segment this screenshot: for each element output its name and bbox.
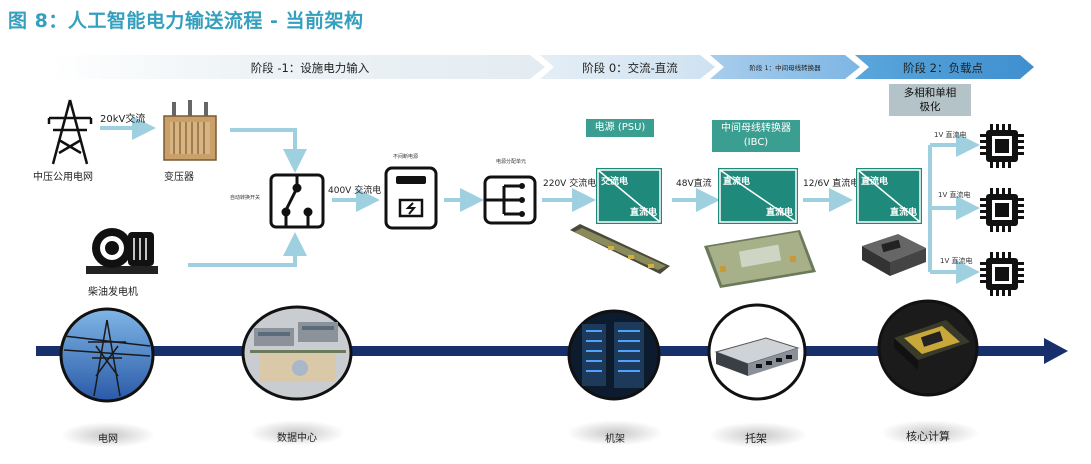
voltage-220v: 220V 交流电 <box>543 179 597 189</box>
generator-label: 柴油发电机 <box>88 287 138 298</box>
stage-chevron-2 <box>540 55 715 79</box>
pdu-label: 电源分配单元 <box>496 159 527 165</box>
rack-photo <box>567 309 661 401</box>
bottom-label-datacenter: 数据中心 <box>277 433 317 444</box>
ats-label: 自动转换开关 <box>230 195 261 201</box>
bottom-label-compute: 核心计算 <box>906 430 950 443</box>
ups-label: 不间断电源 <box>393 154 419 160</box>
chip-icon-3 <box>980 252 1024 296</box>
ups-icon <box>384 166 438 230</box>
tray-photo <box>707 303 807 401</box>
bottom-label-grid: 电网 <box>98 434 118 445</box>
voltage-1v-a: 1V 直流电 <box>934 131 967 139</box>
tower-icon <box>47 99 93 165</box>
compute-photo <box>877 299 979 397</box>
psu-box: 交流电 直流电 <box>596 168 662 224</box>
stage-chevron-3 <box>710 55 860 79</box>
ibc-out: 直流电 <box>765 208 793 218</box>
stage-label-2: 阶段 0：交流-直流 <box>582 61 678 75</box>
stage-chevron-4 <box>855 55 1034 79</box>
psu-out: 直流电 <box>629 208 657 218</box>
stage-label-1: 阶段 -1：设施电力输入 <box>250 61 370 75</box>
pol-in: 直流电 <box>861 177 889 187</box>
pdu-icon <box>483 175 537 225</box>
voltage-1v-b: 1V 直流电 <box>938 191 971 199</box>
ibc-title-line1: 中间母线转换器 <box>721 123 791 134</box>
voltage-400v: 400V 交流电 <box>328 186 382 196</box>
psu-in: 交流电 <box>601 177 629 187</box>
stage-label-4: 阶段 2：负载点 <box>903 61 983 75</box>
voltage-48v: 48V直流 <box>676 179 712 189</box>
transformer-icon <box>163 100 217 161</box>
ibc-box: 直流电 直流电 <box>718 168 798 224</box>
psu-title: 电源 (PSU) <box>586 119 654 137</box>
ibc-title: 中间母线转换器 (IBC) <box>712 120 800 152</box>
stage-label-3: 阶段 1：中间母线转换器 <box>749 64 821 72</box>
pol-out: 直流电 <box>889 208 917 218</box>
voltage-1v-c: 1V 直流电 <box>940 257 973 265</box>
ibc-board-image <box>704 230 816 288</box>
ibc-in: 直流电 <box>723 177 751 187</box>
pol-title-line1: 多相和单相 <box>903 87 957 99</box>
page-title: 图 8：人工智能电力输送流程 - 当前架构 <box>8 10 364 32</box>
stage-chevron-1 <box>48 55 545 79</box>
psu-board-image <box>570 224 670 274</box>
chip-icon-2 <box>980 188 1024 232</box>
pol-box: 直流电 直流电 <box>856 168 922 224</box>
transformer-label: 变压器 <box>164 172 194 183</box>
voltage-20kv: 20kV交流 <box>100 114 146 125</box>
bottom-label-rack: 机架 <box>605 434 625 445</box>
bottom-label-tray: 托架 <box>745 432 767 445</box>
grid-label: 中压公用电网 <box>33 172 93 183</box>
switch-icon <box>269 173 325 229</box>
pol-title: 多相和单相 极化 <box>889 84 971 116</box>
datacenter-photo <box>241 305 353 401</box>
chip-icon-1 <box>980 124 1024 168</box>
generator-icon <box>86 228 158 274</box>
grid-photo <box>59 307 155 403</box>
pol-title-line2: 极化 <box>919 101 941 113</box>
voltage-12v: 12/6V 直流电 <box>803 179 860 189</box>
ibc-title-line2: (IBC) <box>743 137 769 148</box>
pol-module-image <box>862 234 926 276</box>
